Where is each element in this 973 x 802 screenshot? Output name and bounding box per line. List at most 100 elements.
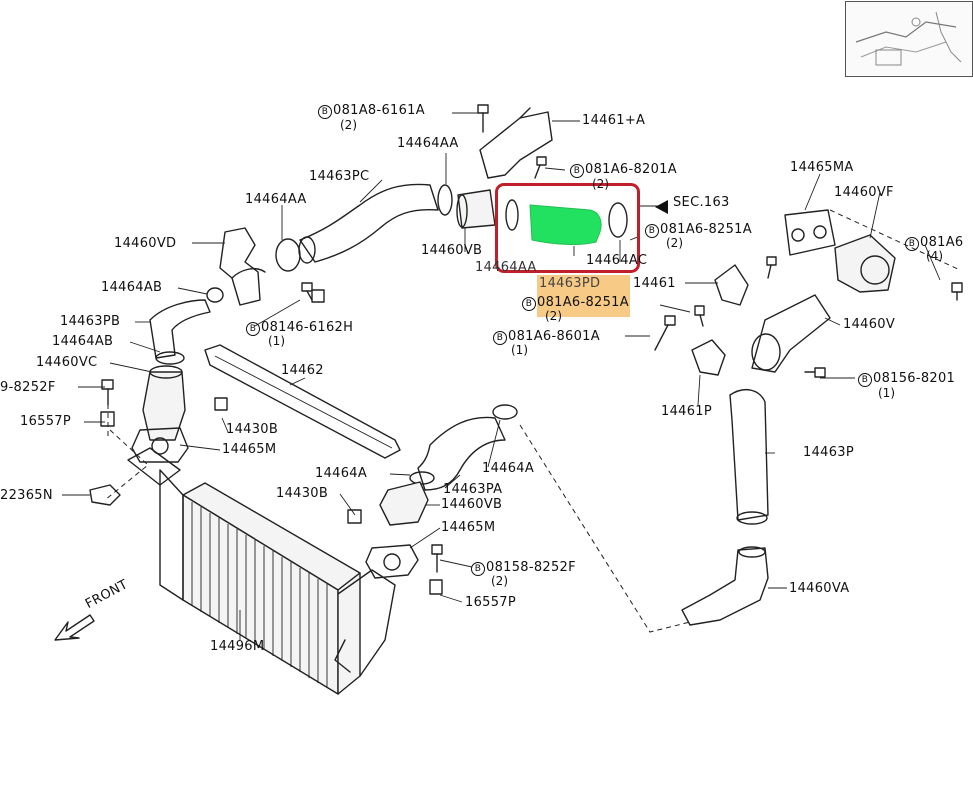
- leader-lines: [62, 112, 941, 640]
- clamp-14464aa-top: [437, 184, 453, 216]
- dashed-route-top-right: [829, 209, 961, 271]
- label-14464aa-mid[interactable]: 14464AA: [475, 260, 537, 275]
- label-14465m-mid[interactable]: 14465M: [441, 520, 496, 535]
- pipe-14460vd: [219, 227, 266, 306]
- bracket-14461p: [691, 339, 726, 376]
- pipe-14463pb: [149, 299, 211, 359]
- label-8252f-left[interactable]: 9-8252F: [0, 380, 56, 395]
- label-sec163[interactable]: SEC.163: [673, 195, 730, 210]
- bracket-14461a: [479, 107, 553, 179]
- label-14430b-mid[interactable]: 14430B: [276, 486, 329, 501]
- label-14464ac[interactable]: 14464AC: [586, 253, 648, 268]
- label-14463p[interactable]: 14463P: [803, 445, 854, 460]
- baffle-14462: [204, 344, 401, 459]
- label-14463pc[interactable]: 14463PC: [309, 169, 370, 184]
- thumbnail-drawing: [855, 11, 962, 66]
- intercooler-part: [127, 447, 396, 695]
- qty-08146-6162h: (1): [268, 334, 285, 348]
- bolt-b-icon: B: [905, 237, 919, 251]
- label-14464aa-top[interactable]: 14464AA: [397, 136, 459, 151]
- bolts: [89, 104, 963, 595]
- label-14460vd[interactable]: 14460VD: [114, 236, 177, 251]
- label-14464aa-left[interactable]: 14464AA: [245, 192, 307, 207]
- bolt-b-icon: B: [570, 164, 584, 178]
- label-14496m[interactable]: 14496M: [210, 639, 265, 654]
- label-14461[interactable]: 14461: [633, 276, 676, 291]
- label-14460va[interactable]: 14460VA: [789, 581, 850, 596]
- bolt-b-icon: B: [522, 297, 536, 311]
- label-14463pb[interactable]: 14463PB: [60, 314, 121, 329]
- label-16557p-bottom[interactable]: 16557P: [465, 595, 516, 610]
- bolt-b-icon: B: [645, 224, 659, 238]
- clamp-14464a-right: [492, 404, 518, 420]
- label-14461p[interactable]: 14461P: [661, 404, 712, 419]
- label-22365n[interactable]: 22365N: [0, 488, 53, 503]
- label-14463pd[interactable]: 14463PD: [539, 276, 601, 291]
- hose-14463pa: [417, 416, 506, 491]
- highlight-label-background: [537, 275, 630, 317]
- front-arrow-icon: [54, 614, 95, 641]
- bolt-b-icon: B: [858, 373, 872, 387]
- bolt-b-icon: B: [318, 105, 332, 119]
- bracket-14461: [714, 264, 749, 306]
- pipe-14460vf: [834, 234, 896, 293]
- label-14464a-mid[interactable]: 14464A: [315, 466, 368, 481]
- bolt-b-icon: B: [246, 322, 260, 336]
- bolt-b-icon: B: [471, 562, 485, 576]
- clamp-14464aa-left: [275, 238, 301, 272]
- hose-14463pc: [298, 183, 439, 264]
- qty-081a6-8251a-mid: (2): [545, 309, 562, 323]
- gasket-14465ma: [784, 209, 836, 256]
- label-14464a-right[interactable]: 14464A: [482, 461, 535, 476]
- qty-08156-8201: (1): [878, 386, 895, 400]
- clamp-14464ab-left: [155, 351, 185, 365]
- label-14464ab-top[interactable]: 14464AB: [101, 280, 163, 295]
- label-14460vf[interactable]: 14460VF: [834, 185, 894, 200]
- qty-081a6-right: (4): [926, 249, 943, 263]
- clamp-14464ab-top: [206, 287, 224, 303]
- qty-081a6-8601a: (1): [511, 343, 528, 357]
- gasket-14465m-mid: [365, 544, 419, 579]
- dashed-route-left: [104, 429, 149, 501]
- label-14462[interactable]: 14462: [281, 363, 324, 378]
- pipe-14460vb-bottom: [379, 481, 429, 526]
- label-14465m-left[interactable]: 14465M: [222, 442, 277, 457]
- label-14463pa[interactable]: 14463PA: [443, 482, 503, 497]
- pipe-14460vb-top: [456, 189, 496, 229]
- qty-081a6-8201a: (2): [592, 177, 609, 191]
- clamp-14464a-mid: [409, 471, 435, 485]
- label-14460vb-bottom[interactable]: 14460VB: [441, 497, 503, 512]
- label-16557p-left[interactable]: 16557P: [20, 414, 71, 429]
- qty-081a6-8251a-top: (2): [666, 236, 683, 250]
- bolt-b-icon: B: [493, 331, 507, 345]
- label-14461a[interactable]: 14461+A: [582, 113, 646, 128]
- hose-14463p: [729, 388, 769, 525]
- label-14430b-top[interactable]: 14430B: [226, 422, 279, 437]
- label-14464ab-left[interactable]: 14464AB: [52, 334, 114, 349]
- qty-08158-8252f: (2): [491, 574, 508, 588]
- label-14460vb-top[interactable]: 14460VB: [421, 243, 483, 258]
- label-14460vc[interactable]: 14460VC: [36, 355, 98, 370]
- highlighted-hose-14463pd: [505, 199, 628, 245]
- pipe-14460vc: [142, 365, 186, 441]
- label-14460v[interactable]: 14460V: [843, 317, 896, 332]
- qty-081a8-6161a: (2): [340, 118, 357, 132]
- dashed-route-right: [519, 424, 691, 633]
- selected-part-highlight-box[interactable]: [495, 183, 640, 273]
- pipe-14460va: [681, 546, 769, 626]
- gasket-14465m-left: [131, 427, 189, 463]
- pipe-14460v: [751, 294, 831, 373]
- label-14465ma[interactable]: 14465MA: [790, 160, 854, 175]
- overview-thumbnail[interactable]: [845, 1, 973, 77]
